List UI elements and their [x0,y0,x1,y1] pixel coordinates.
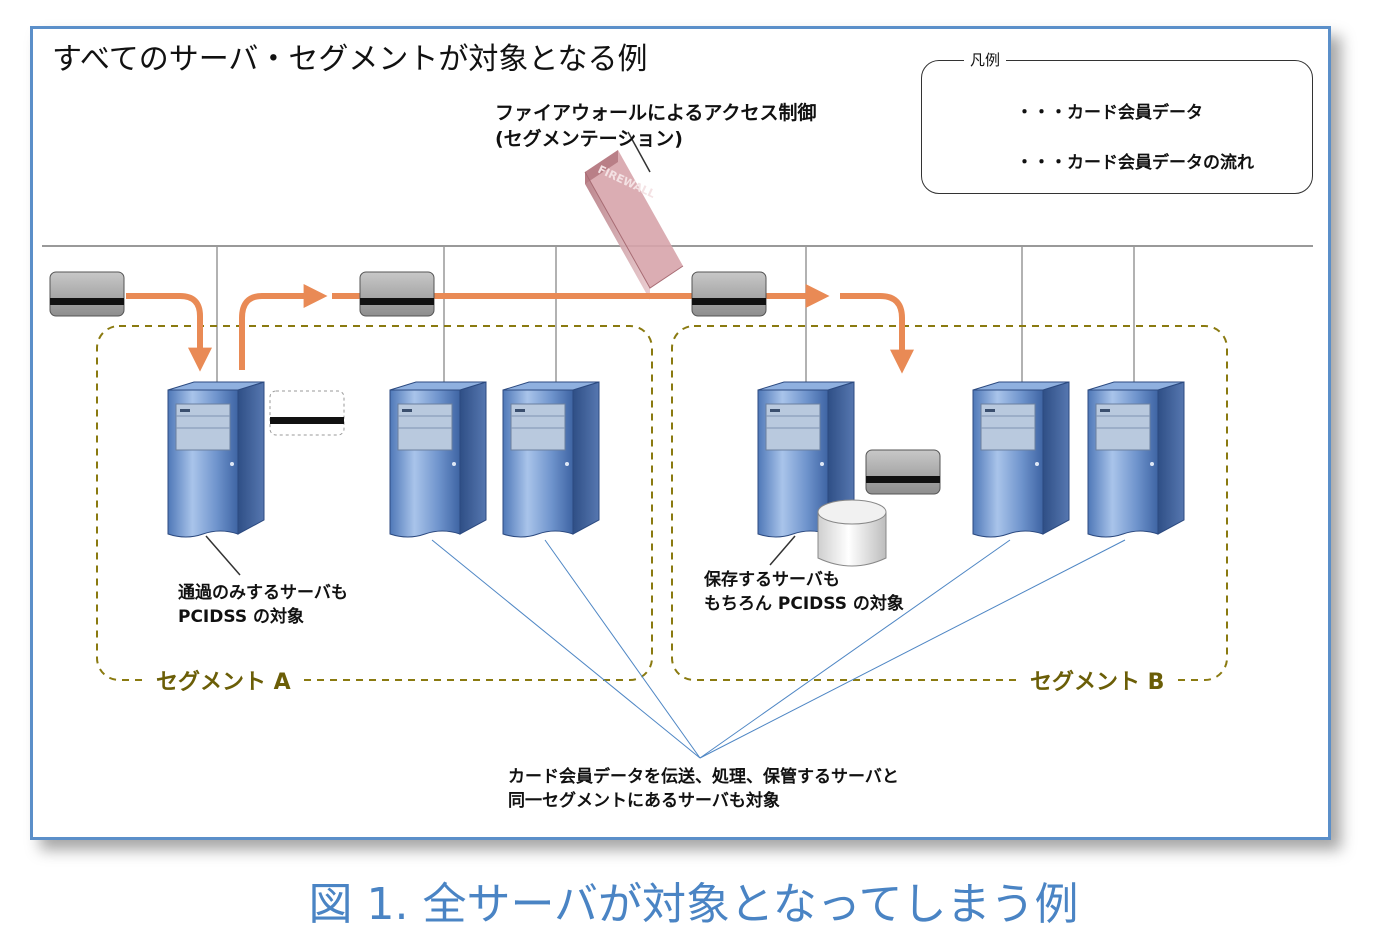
legend-box [921,60,1313,194]
card-data-icon [49,271,125,317]
note-leader [205,535,241,576]
transient-card-stripe [270,417,344,424]
segment-b-boundary [671,325,1228,681]
server-icon [1087,381,1185,538]
segment-b-label: セグメント B [1022,664,1173,696]
figure-caption: 図 1. 全サーバが対象となってしまう例 [308,879,1079,930]
pass-through-note: 通過のみするサーバも PCIDSS の対象 [178,583,348,627]
stored-card-icon [865,449,941,495]
firewall-icon: FIREWALL [584,150,684,300]
server-drop-lines [216,246,1135,382]
storage-note: 保存するサーバも もちろん PCIDSS の対象 [704,570,904,614]
segment-a-label: セグメント A [148,664,299,696]
card-data-icon [691,271,767,317]
bottom-note-leaders [431,539,1126,759]
legend-card-label: ・・・カード会員データ [1016,103,1203,123]
firewall-label: ファイアウォールによるアクセス制御 (セグメンテーション) [495,102,817,150]
legend-flow-label: ・・・カード会員データの流れ [1016,153,1254,173]
note-leader [769,535,796,566]
card-data-flow [126,284,914,374]
diagram-title: すべてのサーバ・セグメントが対象となる例 [52,42,648,77]
server-icon [972,381,1070,538]
segment-a-boundary [96,325,653,681]
server-icon [389,381,487,538]
legend-title: 凡例 [964,49,1007,70]
same-segment-note: カード会員データを伝送、処理、保管するサーバと 同一セグメントにあるサーバも対象 [508,767,899,811]
server-pass-through [167,381,265,538]
transient-card-outline [269,390,345,436]
database-icon [817,499,887,567]
server-icon [502,381,600,538]
card-data-icon [359,271,435,317]
firewall-label-leader [627,131,651,173]
